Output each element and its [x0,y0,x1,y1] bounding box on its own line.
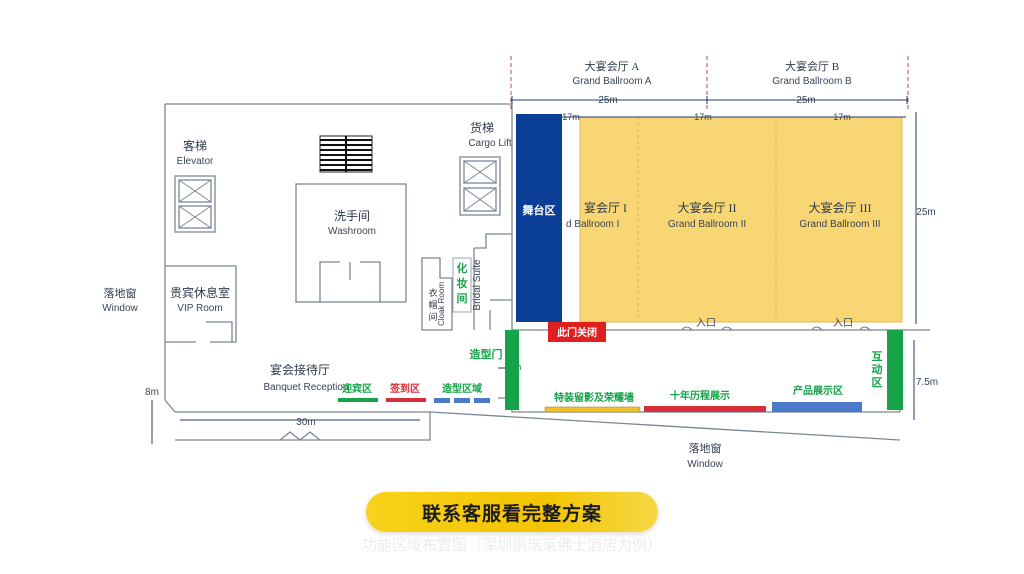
makeup-label-3: 间 [457,292,468,305]
styling-label: 造型区域 [442,382,482,395]
dim-sub-1: 17m [562,112,580,122]
stage-label: 舞台区 [523,203,556,217]
dim-width-a: 25m [598,95,617,106]
photo-wall-zone [544,406,641,413]
dim-left: 8m [145,387,159,398]
cloak-room-cn-1: 衣 [428,287,437,298]
bridal-suite-label-en: Bridal Suite [472,259,483,311]
dim-side: 7.5m [916,377,938,388]
hall-1-label-en: d Ballroom I [566,219,619,230]
window-left-label-cn: 落地窗 [104,286,137,300]
dim-bottom: 30m [296,417,315,428]
stairs-icon [319,135,373,173]
photo-wall-label: 特装留影及荣耀墙 [554,391,634,404]
cargo-lift-label-cn: 货梯 [470,120,494,135]
window-left-label-en: Window [102,303,138,314]
product-zone [772,402,862,412]
entrance-1-label: 入口 [696,318,716,329]
door-closed-marker [548,322,606,342]
cloak-bridal-block: 衣 帽 间 Cloak Room Bridal Suite [421,233,512,331]
styling-zone-3 [474,398,490,403]
elevator-shaft [174,175,216,233]
ballroom-b-label-cn: 大宴会厅 B [785,59,839,73]
diagram-caption: 功能区域布置图（深圳鹏瑞莱佛士酒店为例） [361,536,662,554]
history-label: 十年历程展示 [670,389,730,402]
cloak-room-cn-3: 间 [428,311,437,322]
hall-3-label-cn: 大宴会厅 III [809,200,872,215]
cargo-lift-label-en: Cargo Lift [468,138,512,149]
contact-service-button[interactable]: 联系客服看完整方案 [366,492,658,532]
elevator-label-en: Elevator [177,156,214,167]
makeup-label-1: 化 [457,261,468,275]
signin-label: 签到区 [389,382,420,395]
banquet-reception-label-cn: 宴会接待厅 [270,362,330,377]
vip-room-label-en: VIP Room [177,303,222,314]
dimension-guides [151,56,917,444]
interactive-label-1: 互 [872,350,883,363]
banquet-reception-label-en: Banquet Reception [263,382,348,393]
styling-zone-1 [434,398,450,403]
window-bottom-label-cn: 落地窗 [689,441,722,455]
dim-sub-3: 17m [833,112,851,122]
grand-ballroom: 宴会厅 I d Ballroom I 大宴会厅 II Grand Ballroo… [566,116,903,323]
cargo-lift-block: 货梯 Cargo Lift [459,120,512,216]
ballroom-b-label-en: Grand Ballroom B [772,76,852,87]
door-closed-label: 此门关闭 [557,326,597,339]
interactive-zone [887,330,903,410]
ballroom-floor [579,116,903,323]
entrance-2-label: 入口 [833,318,853,329]
dim-sub-2: 17m [694,112,712,122]
hall-2-label-cn: 大宴会厅 II [678,200,737,215]
cloak-room-label-en: Cloak Room [437,282,446,326]
vip-room-label-cn: 贵宾休息室 [170,285,230,300]
vip-room-block: 贵宾休息室 VIP Room [165,265,237,343]
window-bottom-label-en: Window [687,459,723,470]
welcome-label: 迎宾区 [342,382,372,395]
interactive-label-2: 动 [872,362,883,376]
hall-2-label-en: Grand Ballroom II [668,219,746,230]
stage-zone [516,114,562,322]
entrance-doors [681,326,871,331]
hall-1-label-cn: 宴会厅 I [584,200,627,215]
welcome-zone [338,398,378,402]
dim-width-b: 25m [796,95,815,106]
ballroom-a-label-cn: 大宴会厅 A [585,59,640,73]
interactive-label-3: 区 [872,376,883,389]
washroom-block: 洗手间 Washroom [295,183,407,303]
signin-zone [386,398,426,402]
elevator-label-cn: 客梯 [183,138,207,153]
ballroom-a-label-en: Grand Ballroom A [573,76,652,87]
washroom-label-cn: 洗手间 [334,209,370,223]
elevator-block: 客梯 Elevator [174,138,216,233]
cloak-room-cn-2: 帽 [428,299,437,310]
makeup-label-2: 妆 [457,276,468,290]
styling-zone-2 [454,398,470,403]
makeup-zone: 化 妆 间 [452,257,472,313]
washroom-label-en: Washroom [328,226,376,237]
arch-door-label: 造型门 [470,347,503,361]
product-label: 产品展示区 [793,384,843,397]
dim-depth: 25m [916,207,935,218]
arch-door-zone [505,330,519,410]
hall-3-label-en: Grand Ballroom III [799,219,880,230]
history-zone [644,406,766,412]
